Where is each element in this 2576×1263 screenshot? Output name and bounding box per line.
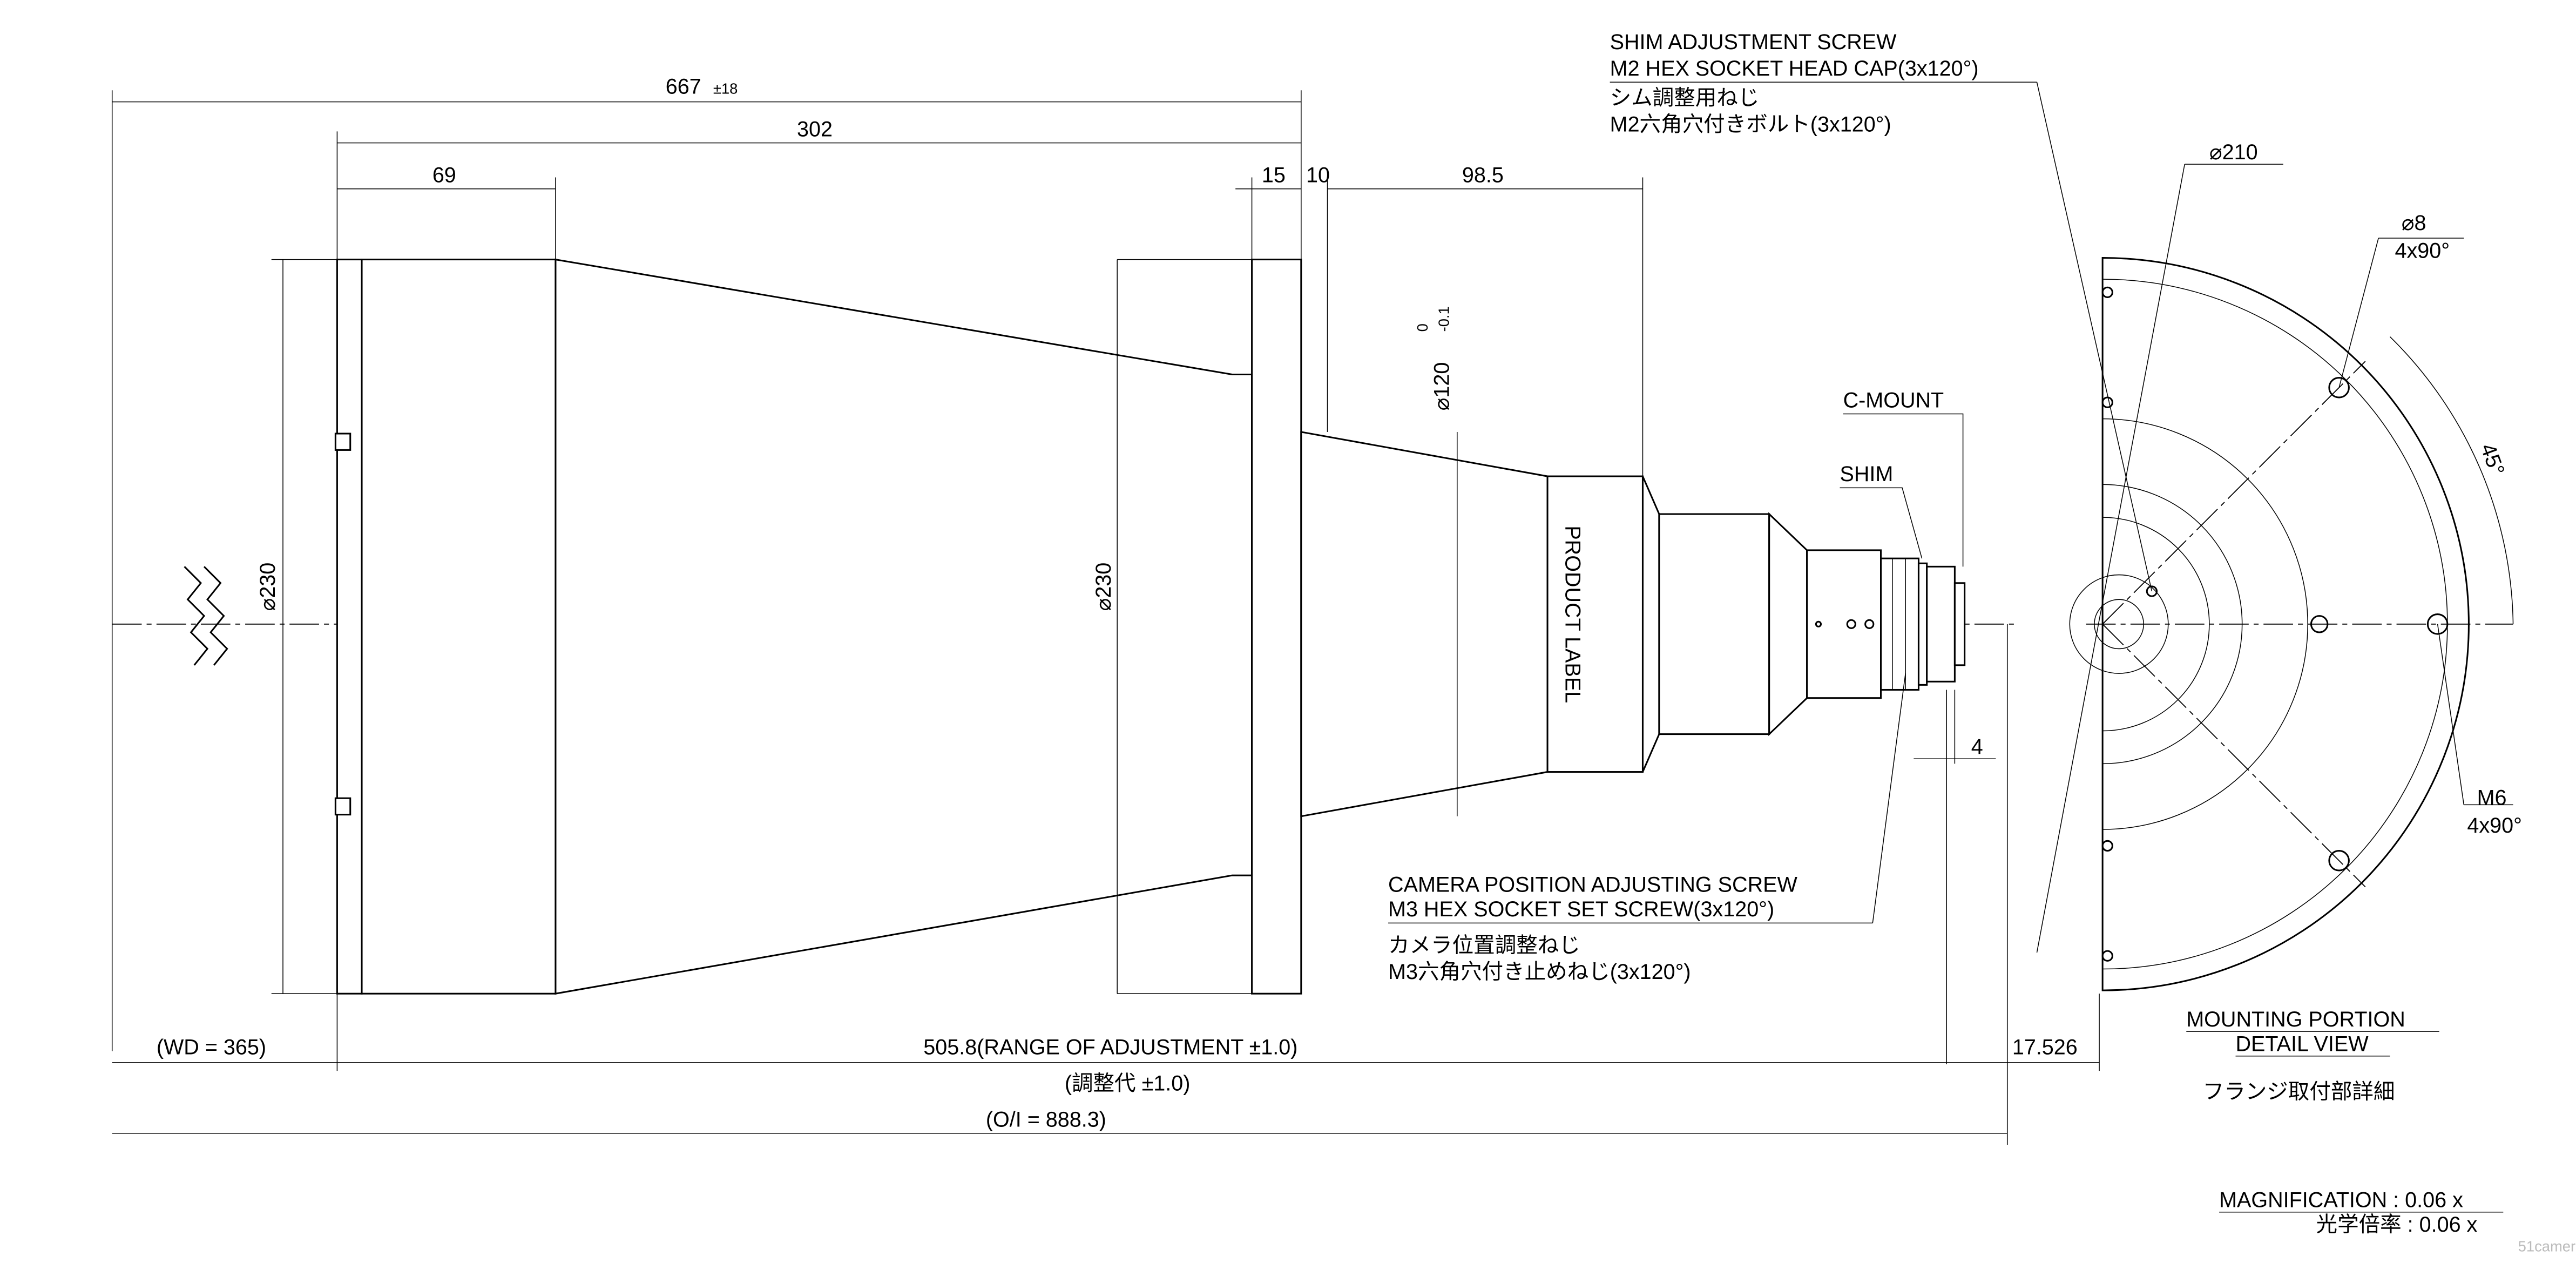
- dim-range: 505.8(RANGE OF ADJUSTMENT ±1.0): [923, 1036, 1297, 1059]
- detail-title-2: DETAIL VIEW: [2236, 1032, 2369, 1056]
- dim-dia-120: ⌀120: [1430, 362, 1454, 411]
- detail-title-1: MOUNTING PORTION: [2186, 1008, 2405, 1031]
- dim-15: 15: [1262, 164, 1286, 187]
- magnification: MAGNIFICATION : 0.06 x: [2219, 1188, 2463, 1212]
- svg-text:M3六角穴付き止めねじ(3x120°): M3六角穴付き止めねじ(3x120°): [1388, 960, 1691, 984]
- svg-text:CAMERA POSITION ADJUSTING SCRE: CAMERA POSITION ADJUSTING SCREW: [1388, 873, 1797, 897]
- svg-text:M2六角穴付きボルト(3x120°): M2六角穴付きボルト(3x120°): [1610, 112, 1891, 136]
- watermark: 51camera: [2518, 1238, 2576, 1255]
- dim-17-526: 17.526: [2012, 1036, 2078, 1059]
- lens-body: [334, 258, 1966, 995]
- dim-dia-flange: ⌀230: [1092, 563, 1115, 611]
- dim-dia-front: ⌀230: [256, 563, 280, 611]
- detail-m6: M6: [2477, 786, 2507, 809]
- dim-69: 69: [432, 164, 456, 187]
- dim-4: 4: [1971, 735, 1983, 759]
- dim-302: 302: [797, 117, 833, 141]
- shim-screw-callout: SHIM ADJUSTMENT SCREW M2 HEX SOCKET HEAD…: [1610, 30, 2153, 592]
- dim-dia-120-tol-lower: -0.1: [1436, 306, 1452, 332]
- dim-dia-120-tol-upper: 0: [1414, 323, 1431, 332]
- break-mark: [184, 566, 228, 666]
- magnification-jp: 光学倍率 : 0.06 x: [2316, 1213, 2478, 1237]
- detail-angle: 45°: [2476, 440, 2509, 478]
- detail-holes-8: 4x90°: [2395, 239, 2450, 263]
- dim-10: 10: [1306, 164, 1330, 187]
- product-label: PRODUCT LABEL: [1561, 525, 1585, 703]
- dim-overall-tol: ±18: [713, 80, 738, 97]
- detail-holes-m6: 4x90°: [2467, 814, 2522, 838]
- camera-screw-callout: CAMERA POSITION ADJUSTING SCREW M3 HEX S…: [1388, 673, 1906, 984]
- detail-dia-8: ⌀8: [2402, 211, 2426, 235]
- bottom-dimensions: [112, 624, 2100, 1145]
- c-mount-label: C-MOUNT: [1843, 388, 1944, 412]
- svg-text:シム調整用ねじ: シム調整用ねじ: [1610, 86, 1760, 110]
- svg-text:M2 HEX SOCKET HEAD CAP(3x120°): M2 HEX SOCKET HEAD CAP(3x120°): [1610, 57, 1979, 80]
- svg-text:M3 HEX SOCKET SET SCREW(3x120°: M3 HEX SOCKET SET SCREW(3x120°): [1388, 897, 1774, 921]
- dim-98-5: 98.5: [1462, 164, 1504, 187]
- mounting-detail-view: [2036, 164, 2514, 991]
- svg-text:カメラ位置調整ねじ: カメラ位置調整ねじ: [1388, 934, 1580, 957]
- top-dimensions: [111, 90, 1644, 1051]
- dim-wd: (WD = 365): [157, 1036, 266, 1059]
- dim-overall-length: 667: [666, 75, 701, 98]
- svg-text:SHIM ADJUSTMENT SCREW: SHIM ADJUSTMENT SCREW: [1610, 30, 1897, 54]
- detail-dia-210: ⌀210: [2209, 140, 2258, 164]
- dim-oi: (O/I = 888.3): [986, 1108, 1106, 1132]
- detail-title-jp: フランジ取付部詳細: [2203, 1080, 2395, 1104]
- dim-range-jp: (調整代 ±1.0): [1065, 1072, 1191, 1096]
- shim-label: SHIM: [1840, 462, 1893, 486]
